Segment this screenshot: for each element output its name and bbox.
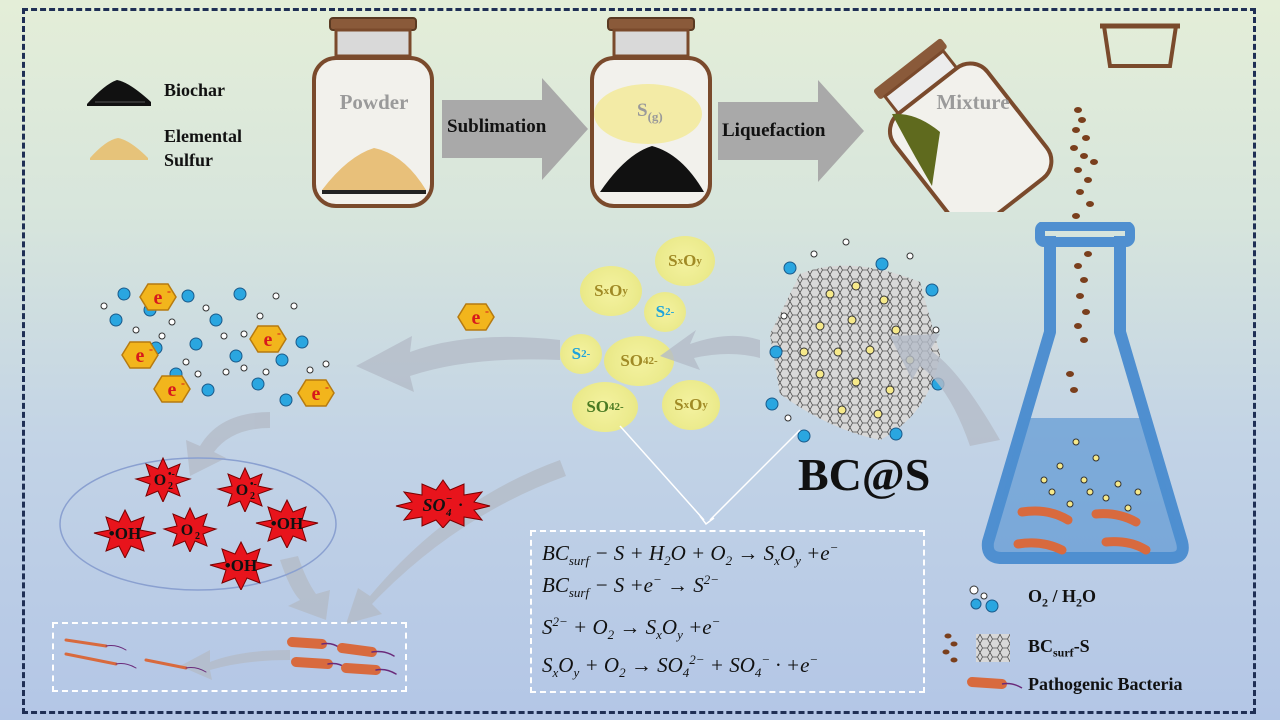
equation-1: BCsurf − S + H2O + O2 → SxOy +e− [542, 540, 839, 569]
biochar-pile-icon [87, 80, 151, 106]
svg-text:e: e [168, 379, 177, 401]
jar3-label: Mixture [936, 90, 1010, 114]
jar1-label: Powder [339, 90, 409, 114]
svg-text:O: O [154, 472, 166, 489]
legend-droplets-icon [969, 585, 999, 613]
legend-biochar-label: Biochar [164, 80, 225, 100]
mixture-jar [873, 38, 1054, 212]
electron-badge-4: e - [153, 375, 191, 403]
svg-text:4: 4 [445, 507, 452, 519]
jar2-label: S(g) [637, 100, 663, 124]
svg-text:O: O [236, 482, 248, 499]
bacteria-box [52, 622, 407, 692]
diagram-frame [22, 8, 1256, 714]
svg-text:-: - [325, 380, 329, 394]
equation-4: SxOy + O2 → SO42− + SO4− · +e− [542, 652, 819, 681]
svg-text:2: 2 [195, 531, 200, 542]
electron-badge-free: e - [457, 303, 495, 331]
ros-hydroxyl-3: •OH [209, 540, 273, 590]
legend-sulfur-label-2: Sulfur [164, 150, 214, 170]
svg-text:SO: SO [422, 495, 445, 515]
powder-jar [312, 17, 434, 208]
container-icon [1100, 23, 1180, 68]
svg-text:e: e [136, 345, 145, 367]
ros-ellipse [59, 457, 337, 591]
svg-text:·: · [458, 497, 463, 514]
sublimation-arrow [442, 78, 588, 180]
svg-text:•-: •- [250, 479, 257, 490]
sulfur-pile-icon [90, 138, 148, 160]
equations-box: BCsurf − S + H2O + O2 → SxOy +e− BCsurf … [530, 530, 925, 693]
electron-badge-2: e - [249, 325, 287, 353]
svg-text:e: e [472, 307, 481, 329]
svg-text:O: O [181, 522, 193, 539]
legend-bacteria-label: Pathogenic Bacteria [1028, 674, 1183, 694]
ros-sulfate-radical: SO 4 − · [395, 479, 491, 528]
reaction-flask [981, 222, 1189, 564]
svg-text:e: e [312, 383, 321, 405]
legend-sulfur-label-1: Elemental [164, 126, 242, 146]
svg-text:2: 2 [168, 481, 173, 492]
legend-bcs-label: BCsurf-S [1028, 636, 1090, 660]
falling-particles [1066, 107, 1098, 393]
svg-text:•-: •- [168, 469, 175, 480]
ros-oxygen: O 2 [162, 506, 218, 552]
electron-badge-5: e - [297, 379, 335, 407]
svg-text:-: - [485, 304, 489, 318]
svg-text:-: - [181, 376, 185, 390]
connector-lines [619, 425, 801, 526]
electron-badge-1: e - [139, 283, 177, 311]
sublimation-label: Sublimation [447, 116, 547, 137]
svg-text:•OH: •OH [225, 556, 257, 575]
ros-superoxide-2: O 2 •- [216, 466, 274, 512]
svg-text:-: - [167, 284, 171, 298]
sulfur-gas-jar [590, 17, 712, 208]
legend-bcs-icon [942, 633, 1010, 663]
ros-hydroxyl-2: •OH [255, 498, 319, 548]
ros-superoxide-1: O 2 •- [134, 456, 192, 502]
svg-text:−: − [446, 493, 452, 505]
svg-text:-: - [277, 326, 281, 340]
ros-hydroxyl-1: •OH [93, 508, 157, 558]
svg-text:-: - [149, 342, 153, 356]
equation-3: S2− + O2 → SxOy +e− [542, 614, 721, 643]
legend-o2-h2o-label: O2 / H2O [1028, 586, 1097, 610]
svg-text:e: e [264, 329, 273, 351]
liquefaction-label: Liquefaction [722, 120, 826, 141]
equation-2: BCsurf − S +e− → S2− [542, 572, 720, 601]
liquefaction-arrow [718, 80, 864, 182]
electron-cluster [100, 287, 330, 407]
svg-text:•OH: •OH [109, 524, 141, 543]
bc-s-material [765, 238, 945, 443]
bc-s-label: BC@S [798, 449, 931, 500]
legend-bacteria-icon [967, 677, 1023, 689]
svg-text:2: 2 [250, 491, 255, 502]
bacteria-group [64, 637, 397, 675]
svg-text:e: e [154, 287, 163, 309]
svg-text:•OH: •OH [271, 514, 303, 533]
electron-badge-3: e - [121, 341, 159, 369]
